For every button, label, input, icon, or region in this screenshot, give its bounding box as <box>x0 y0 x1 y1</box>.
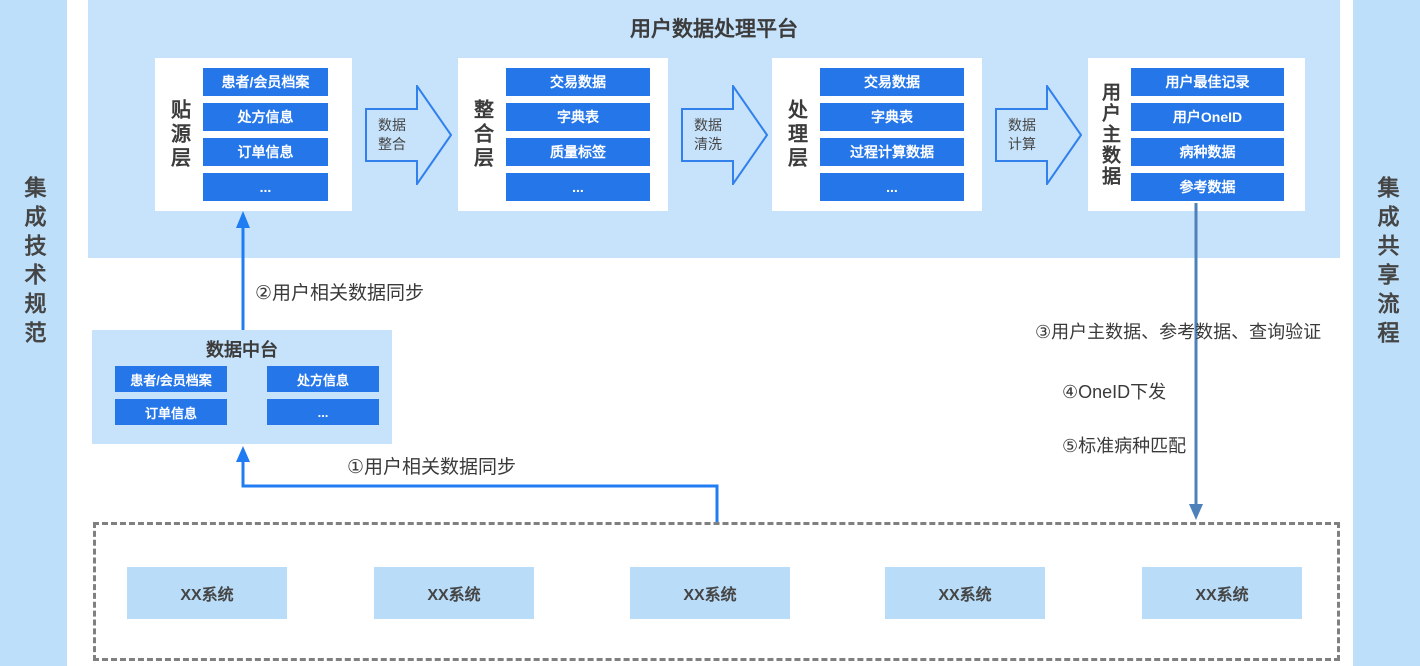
layer-item: 订单信息 <box>203 138 328 166</box>
layer-item: 处方信息 <box>203 103 328 131</box>
layer-items: 交易数据 字典表 过程计算数据 ... <box>820 68 964 201</box>
middle-platform-item: ... <box>267 399 379 425</box>
layer-item: 用户OneID <box>1131 103 1284 131</box>
layer-box-source: 贴源层 患者/会员档案 处方信息 订单信息 ... <box>155 58 352 211</box>
right-sidebar: 集成共享流程 <box>1353 0 1420 666</box>
layer-item: 过程计算数据 <box>820 138 964 166</box>
flow-label-step2: ②用户相关数据同步 <box>255 283 425 304</box>
flow-arrow-data-cleaning: 数据清洗 <box>681 85 768 185</box>
layer-label-processing: 处理层 <box>784 98 807 171</box>
source-system: XX系统 <box>374 567 534 619</box>
layer-label-wrap: 贴源层 <box>155 58 203 211</box>
layer-item: 参考数据 <box>1131 173 1284 201</box>
flow-label-step5: ⑤标准病种匹配 <box>1062 436 1187 456</box>
layer-items: 用户最佳记录 用户OneID 病种数据 参考数据 <box>1131 68 1284 201</box>
layer-label-wrap: 整合层 <box>458 58 506 211</box>
layer-item: ... <box>506 173 650 201</box>
layer-item: 患者/会员档案 <box>203 68 328 96</box>
block-arrow-right-icon <box>995 85 1082 185</box>
layer-items: 交易数据 字典表 质量标签 ... <box>506 68 650 201</box>
layer-label-source: 贴源层 <box>167 98 190 171</box>
left-sidebar-label: 集成技术规范 <box>21 176 47 350</box>
layer-item: 交易数据 <box>506 68 650 96</box>
layer-item: 质量标签 <box>506 138 650 166</box>
source-system: XX系统 <box>127 567 287 619</box>
layer-label-wrap: 用户主数据 <box>1088 58 1131 211</box>
flow-label-step4: ④OneID下发 <box>1062 382 1167 402</box>
source-systems-box <box>93 522 1340 661</box>
middle-platform-item: 处方信息 <box>267 366 379 392</box>
layer-box-integration: 整合层 交易数据 字典表 质量标签 ... <box>458 58 668 211</box>
flow-arrow-label: 数据计算 <box>1008 117 1036 152</box>
source-system: XX系统 <box>1142 567 1302 619</box>
left-sidebar: 集成技术规范 <box>0 0 67 666</box>
layer-item: 字典表 <box>506 103 650 131</box>
middle-platform-item: 订单信息 <box>115 399 227 425</box>
data-middle-platform-box: 数据中台 患者/会员档案 处方信息 订单信息 ... <box>92 330 392 444</box>
flow-arrow-label: 数据清洗 <box>694 117 722 152</box>
data-middle-platform-title: 数据中台 <box>206 340 278 360</box>
platform-title: 用户数据处理平台 <box>630 18 798 41</box>
layer-item: ... <box>203 173 328 201</box>
layer-item: 病种数据 <box>1131 138 1284 166</box>
flow-arrow-data-computation: 数据计算 <box>995 85 1082 185</box>
layer-item: 用户最佳记录 <box>1131 68 1284 96</box>
block-arrow-right-icon <box>681 85 768 185</box>
layer-item: 交易数据 <box>820 68 964 96</box>
arrow-head-down-icon <box>1189 504 1203 520</box>
layer-item: 字典表 <box>820 103 964 131</box>
layer-label-wrap: 处理层 <box>772 58 820 211</box>
layer-label-integration: 整合层 <box>470 98 493 171</box>
flow-label-step3: ③用户主数据、参考数据、查询验证 <box>1035 322 1322 342</box>
flow-label-step1: ①用户相关数据同步 <box>347 457 517 478</box>
flow-arrow-label: 数据整合 <box>378 117 406 152</box>
layer-label-master-data: 用户主数据 <box>1099 82 1120 187</box>
block-arrow-right-icon <box>365 85 452 185</box>
flow-arrow-data-integration: 数据整合 <box>365 85 452 185</box>
source-system: XX系统 <box>630 567 790 619</box>
source-system: XX系统 <box>885 567 1045 619</box>
arrow-head-up-icon <box>236 446 250 462</box>
right-sidebar-label: 集成共享流程 <box>1374 176 1400 350</box>
middle-platform-item: 患者/会员档案 <box>115 366 227 392</box>
layer-items: 患者/会员档案 处方信息 订单信息 ... <box>203 68 328 201</box>
layer-box-processing: 处理层 交易数据 字典表 过程计算数据 ... <box>772 58 982 211</box>
layer-box-master-data: 用户主数据 用户最佳记录 用户OneID 病种数据 参考数据 <box>1088 58 1305 211</box>
layer-item: ... <box>820 173 964 201</box>
